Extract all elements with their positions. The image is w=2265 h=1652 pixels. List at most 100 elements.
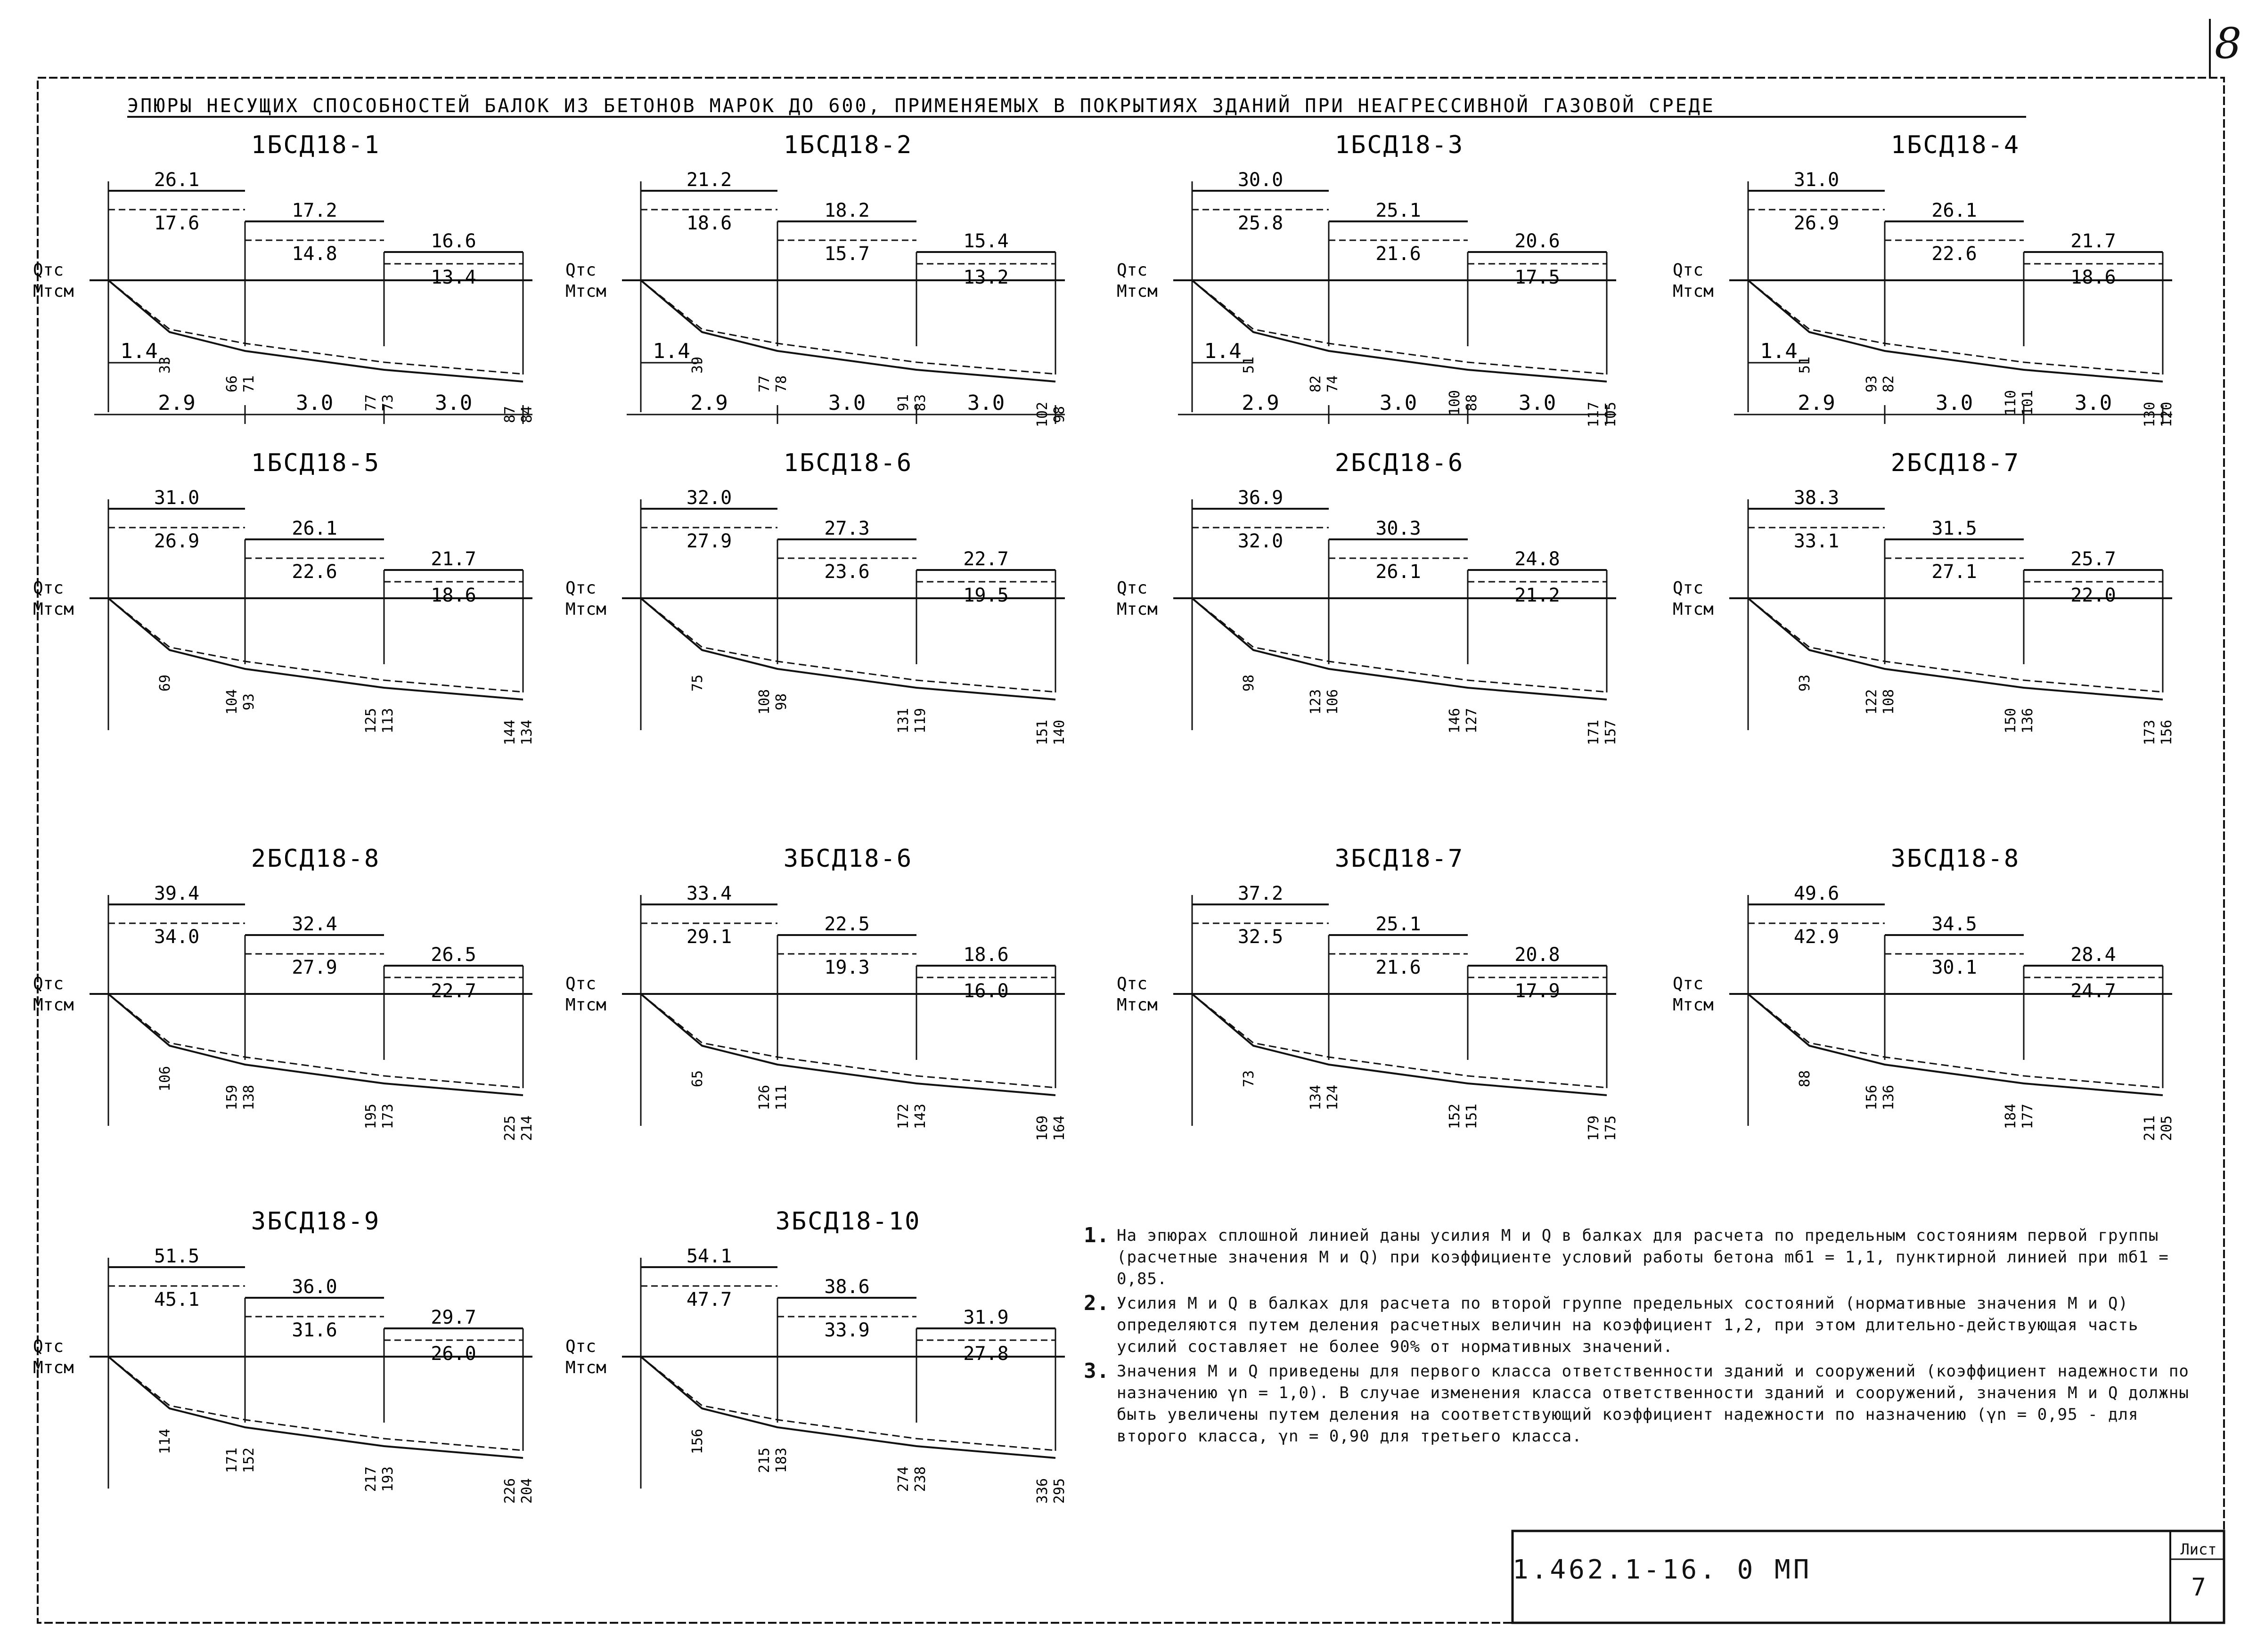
moment-value: 173 [2142, 720, 2158, 745]
moment-value: 217 [363, 1466, 379, 1492]
q-value-dashed: 13.2 [963, 267, 1008, 288]
q-axis-label: Qтс [565, 1337, 596, 1356]
q-value-solid: 16.6 [431, 230, 476, 252]
moment-curve-solid [1747, 993, 2163, 1096]
dimension-value: 2.9 [158, 391, 195, 415]
m-axis-label: Mтсм [1673, 600, 1714, 619]
moment-value: 184 [2003, 1104, 2019, 1129]
beam-label: 3БСД18-8 [1891, 845, 2020, 873]
dimension-value: 3.0 [2075, 391, 2112, 415]
moment-curve-solid [1191, 279, 1607, 382]
m-axis-label: Mтсм [1117, 600, 1158, 619]
q-value-solid: 26.1 [292, 518, 337, 539]
moment-curve-solid [640, 993, 1056, 1096]
note-number: 1. [1084, 1223, 1110, 1247]
moment-value: 157 [1603, 720, 1619, 745]
q-value-solid: 28.4 [2070, 944, 2116, 966]
moment-value: 179 [1586, 1115, 1602, 1141]
moment-value: 65 [689, 1070, 706, 1087]
moment-curve-dashed [1192, 597, 1607, 693]
beam-label: 1БСД18-1 [251, 131, 380, 159]
q-value-dashed: 22.7 [431, 980, 476, 1002]
moment-value: 151 [1034, 720, 1051, 745]
q-axis-label: Qтс [565, 974, 596, 993]
moment-value: 138 [241, 1085, 257, 1110]
moment-value: 93 [1797, 675, 1813, 692]
moment-curve-solid [1191, 993, 1607, 1096]
beam-label: 3БСД18-6 [784, 845, 913, 873]
moment-value: 124 [1325, 1085, 1341, 1110]
moment-curve-dashed [108, 1356, 523, 1451]
q-value-dashed: 27.8 [963, 1343, 1008, 1365]
q-value-solid: 22.7 [963, 548, 1008, 570]
q-value-solid: 39.4 [154, 883, 199, 904]
q-value-solid: 49.6 [1794, 883, 1839, 904]
moment-value: 66 [224, 375, 240, 392]
moment-value: 211 [2142, 1115, 2158, 1141]
moment-value: 171 [1586, 720, 1602, 745]
moment-value: 93 [1864, 375, 1880, 392]
q-value-solid: 32.4 [292, 913, 337, 935]
q-value-solid: 31.0 [1794, 169, 1839, 191]
q-value-dashed: 17.5 [1514, 267, 1560, 288]
q-value-dashed: 22.6 [292, 561, 337, 583]
moment-curve-solid [107, 279, 523, 382]
q-value-dashed: 32.0 [1238, 530, 1283, 552]
note-text: На эпюрах сплошной линией даны усилия M … [1117, 1226, 2169, 1288]
moment-value: 156 [1864, 1085, 1880, 1110]
q-value-solid: 21.2 [687, 169, 732, 191]
moment-value: 123 [1308, 689, 1324, 715]
q-axis-label: Qтс [1117, 260, 1147, 280]
q-value-dashed: 18.6 [2070, 267, 2116, 288]
dimension-value: 3.0 [296, 391, 333, 415]
moment-value: 77 [756, 375, 773, 392]
m-axis-label: Mтсм [33, 995, 74, 1015]
q-value-dashed: 26.0 [431, 1343, 476, 1365]
moment-value: 336 [1034, 1478, 1051, 1504]
moment-value: 88 [1797, 1070, 1813, 1087]
moment-curve-solid [107, 1356, 523, 1459]
moment-value: 159 [224, 1085, 240, 1110]
q-value-dashed: 34.0 [154, 926, 199, 948]
q-value-solid: 36.0 [292, 1276, 337, 1298]
moment-value: 71 [241, 375, 257, 392]
q-value-solid: 17.2 [292, 200, 337, 221]
beam-label: 2БСД18-6 [1335, 449, 1464, 477]
moment-value: 122 [1864, 689, 1880, 715]
q-axis-label: Qтс [565, 260, 596, 280]
moment-value: 104 [224, 689, 240, 715]
moment-value: 126 [756, 1085, 773, 1110]
moment-value: 295 [1051, 1478, 1068, 1504]
moment-value: 152 [1447, 1104, 1463, 1129]
note-item: 3.Значения M и Q приведены для первого к… [1084, 1360, 2205, 1447]
q-value-dashed: 26.1 [1375, 561, 1421, 583]
beam-label: 3БСД18-9 [251, 1207, 380, 1236]
moment-value: 113 [380, 708, 396, 733]
moment-value: 101 [2020, 390, 2036, 415]
q-value-dashed: 30.1 [1931, 957, 1977, 978]
q-value-solid: 25.1 [1375, 913, 1421, 935]
q-value-solid: 26.1 [154, 169, 199, 191]
note-text: Усилия M и Q в балках для расчета по вто… [1117, 1294, 2139, 1356]
sheet-frame [37, 77, 2225, 1624]
q-value-solid: 33.4 [687, 883, 732, 904]
q-value-solid: 25.7 [2070, 548, 2116, 570]
moment-value: 69 [157, 675, 173, 692]
m-axis-label: Mтсм [565, 1358, 606, 1377]
q-value-solid: 38.6 [824, 1276, 869, 1298]
dimension-value: 2.9 [1798, 391, 1835, 415]
q-value-dashed: 24.7 [2070, 980, 2116, 1002]
moment-value: 134 [1308, 1085, 1324, 1110]
moment-value: 51 [1797, 357, 1813, 374]
moment-curve-solid [640, 1356, 1056, 1459]
q-value-dashed: 33.9 [824, 1319, 869, 1341]
q-value-solid: 27.3 [824, 518, 869, 539]
moment-value: 274 [895, 1466, 912, 1492]
q-value-solid: 30.3 [1375, 518, 1421, 539]
moment-value: 108 [1881, 689, 1897, 715]
q-value-solid: 37.2 [1238, 883, 1283, 904]
q-value-dashed: 18.6 [687, 212, 732, 234]
q-value-dashed: 33.1 [1794, 530, 1839, 552]
moment-value: 225 [502, 1115, 518, 1141]
